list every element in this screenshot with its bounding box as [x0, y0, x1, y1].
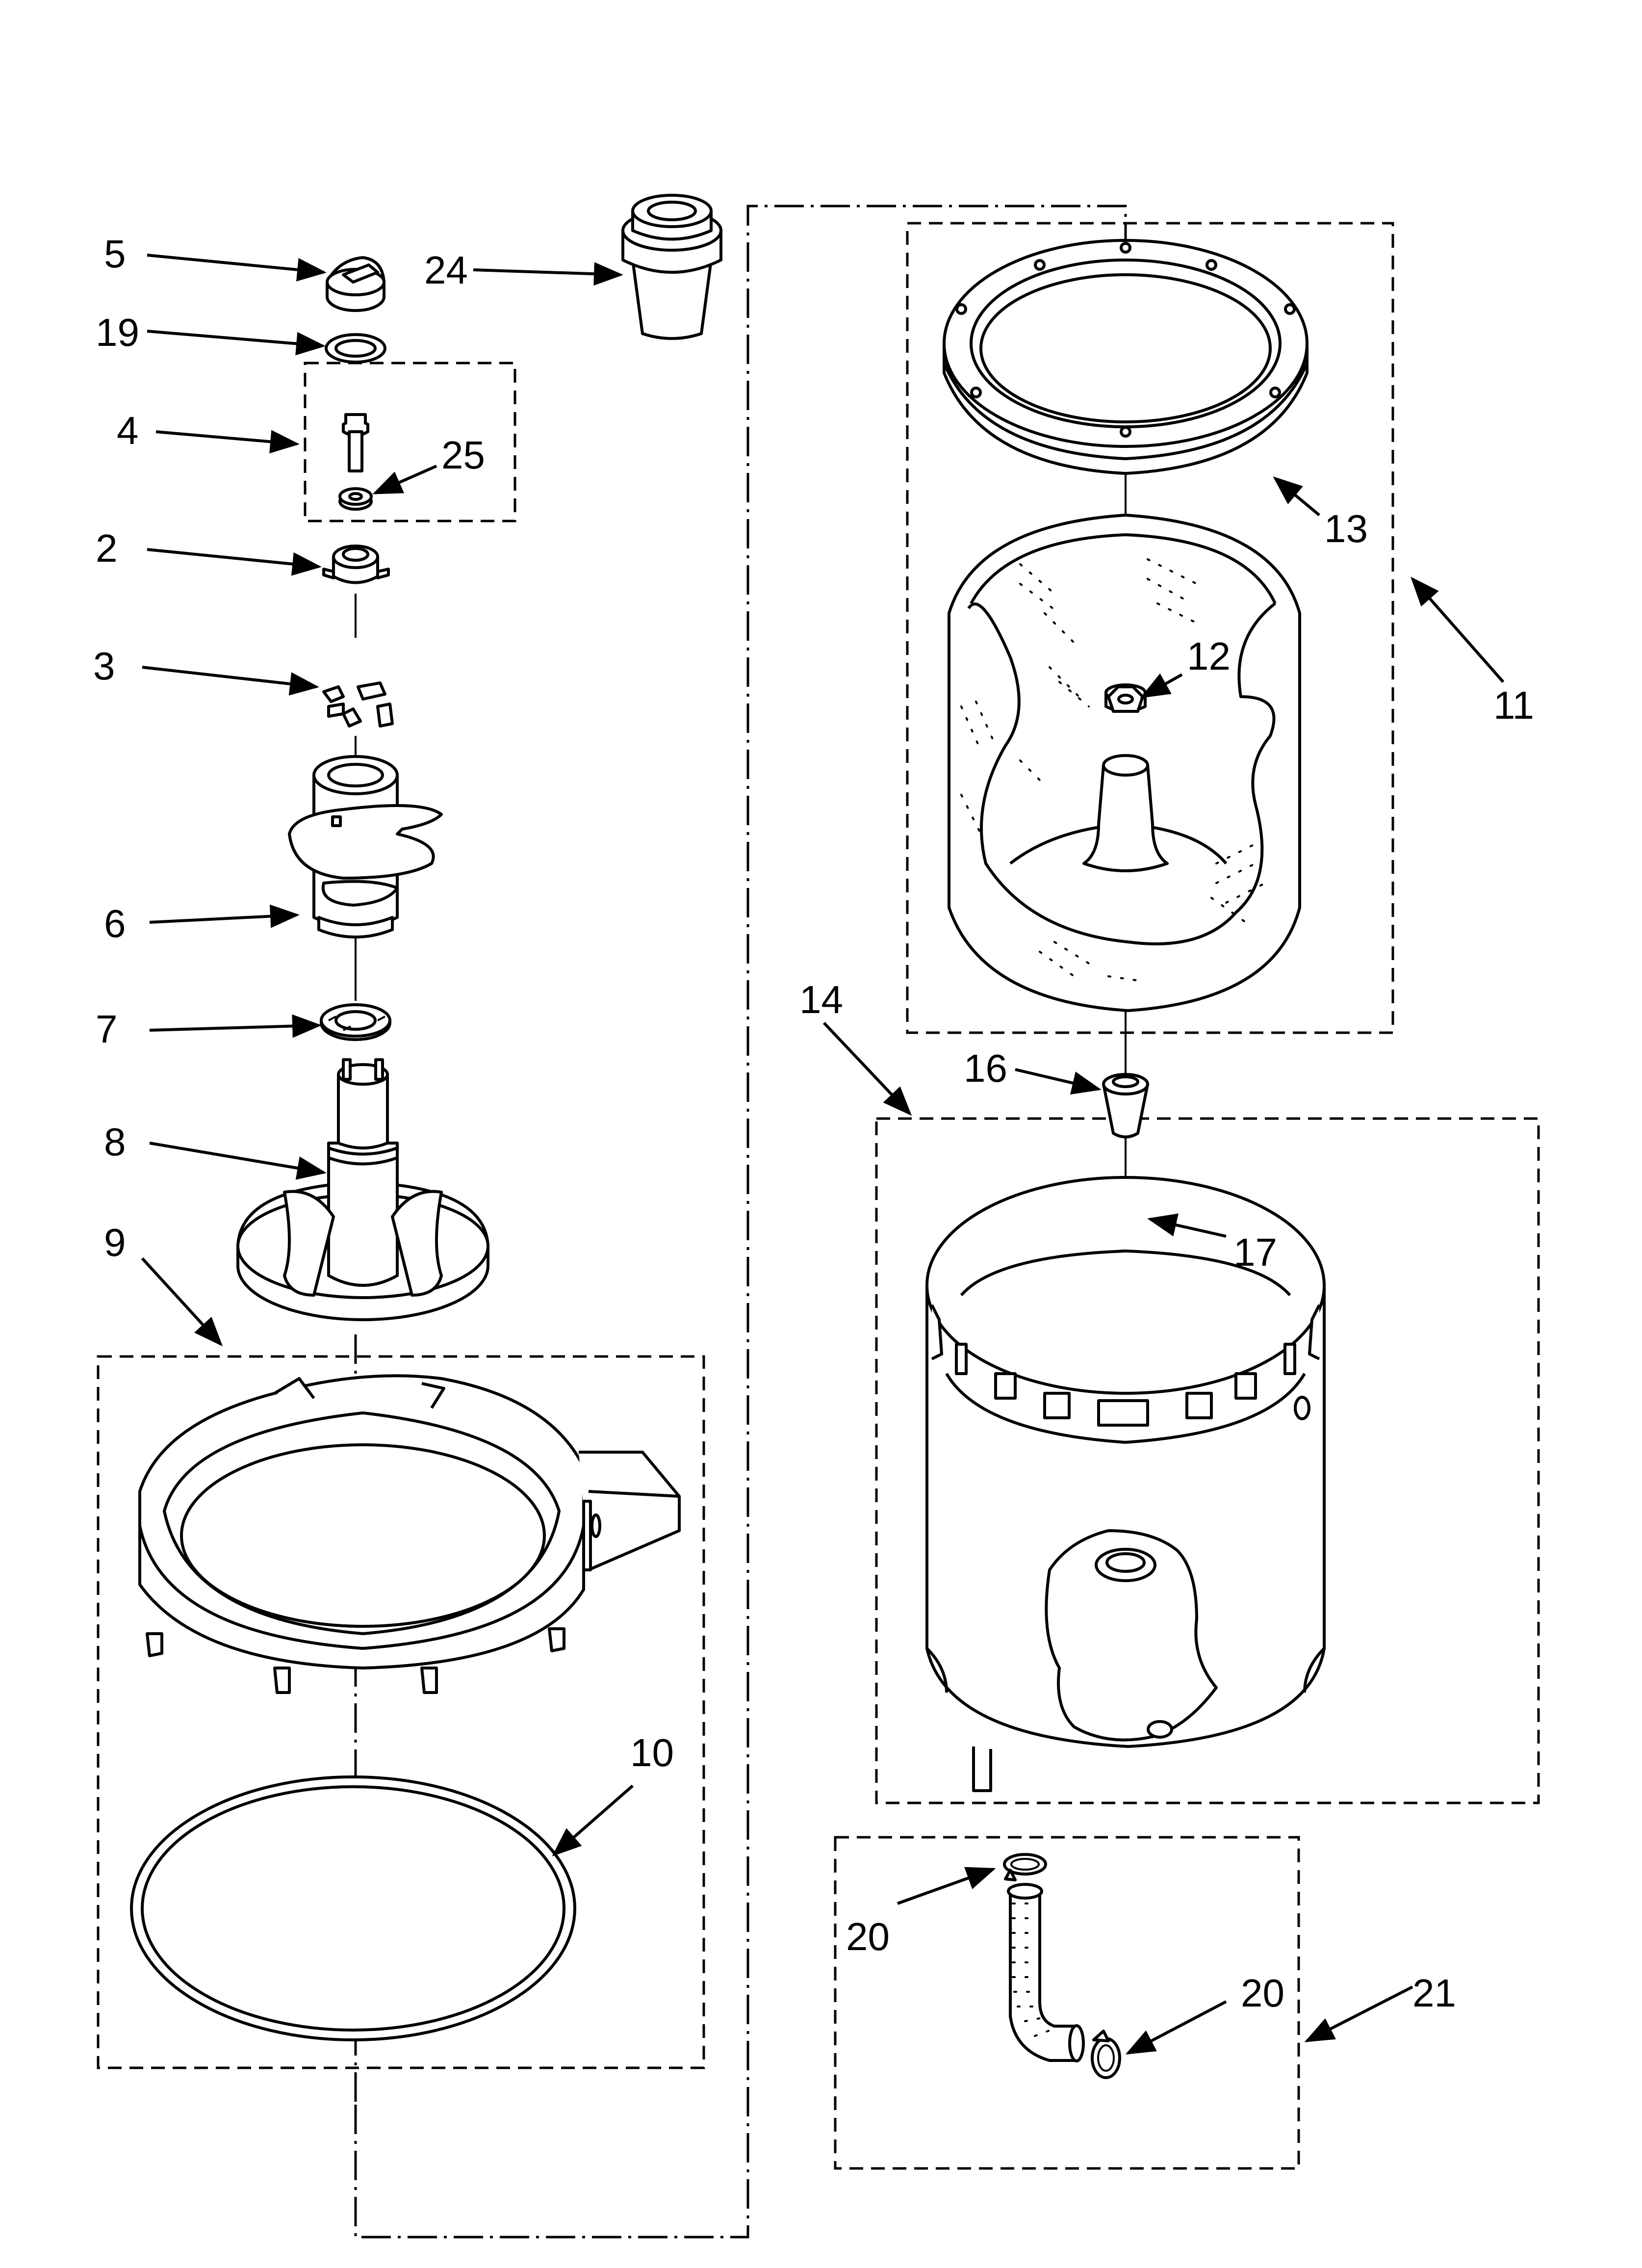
part-agitator-dogs [322, 681, 394, 728]
group-box-11 [906, 222, 1394, 1034]
callout-arrows [141, 254, 1505, 2055]
part-balance-ring [943, 239, 1308, 475]
part-spin-basket [948, 514, 1301, 1012]
part-seal-ring [325, 333, 386, 364]
callout-9: 9 [104, 1221, 126, 1264]
group-box-14 [875, 1117, 1540, 1804]
part-drive-block [322, 545, 390, 584]
part-drive-coupler [1102, 1073, 1149, 1139]
group-box-9 [97, 1355, 705, 2069]
part-tub-ring [138, 1374, 681, 1694]
callout-20-left: 20 [846, 1915, 890, 1958]
callout-8: 8 [104, 1120, 126, 1164]
callout-3: 3 [93, 644, 115, 688]
callout-11: 11 [1493, 683, 1534, 727]
part-bolt [342, 413, 369, 472]
callout-4: 4 [117, 409, 139, 452]
callout-24: 24 [424, 248, 468, 292]
callout-12: 12 [1187, 634, 1231, 678]
callout-20-right: 20 [1241, 1971, 1284, 2015]
part-bearing [320, 1003, 391, 1041]
part-hose-clamp-bottom [1091, 2030, 1121, 2079]
callout-labels: 5 19 24 4 25 2 3 6 7 8 9 10 11 12 13 14 … [93, 232, 1534, 2015]
callout-16: 16 [964, 1046, 1007, 1090]
callout-21: 21 [1412, 1971, 1456, 2015]
callout-2: 2 [96, 526, 118, 570]
group-box-4 [304, 362, 516, 522]
part-auger [288, 755, 443, 938]
group-box-21 [834, 1836, 1300, 2170]
callout-7: 7 [96, 1007, 118, 1051]
part-cap [326, 256, 385, 312]
part-washer [338, 487, 373, 511]
part-drain-hose [1007, 1883, 1085, 2062]
part-hub-nut [1107, 685, 1144, 713]
callout-6: 6 [104, 902, 126, 945]
part-tub-seal [130, 1775, 576, 2041]
part-hose-clamp-top [1003, 1853, 1047, 1881]
callout-25: 25 [441, 433, 485, 477]
callout-13: 13 [1324, 507, 1368, 550]
callout-10: 10 [630, 1731, 674, 1774]
callout-14: 14 [799, 978, 843, 1021]
callout-17: 17 [1233, 1230, 1277, 1274]
callout-5: 5 [104, 232, 126, 276]
part-dispenser-cup [621, 194, 722, 340]
callout-19: 19 [96, 311, 139, 354]
part-agitator-base [236, 1058, 489, 1321]
part-outer-tub [925, 1176, 1326, 1792]
